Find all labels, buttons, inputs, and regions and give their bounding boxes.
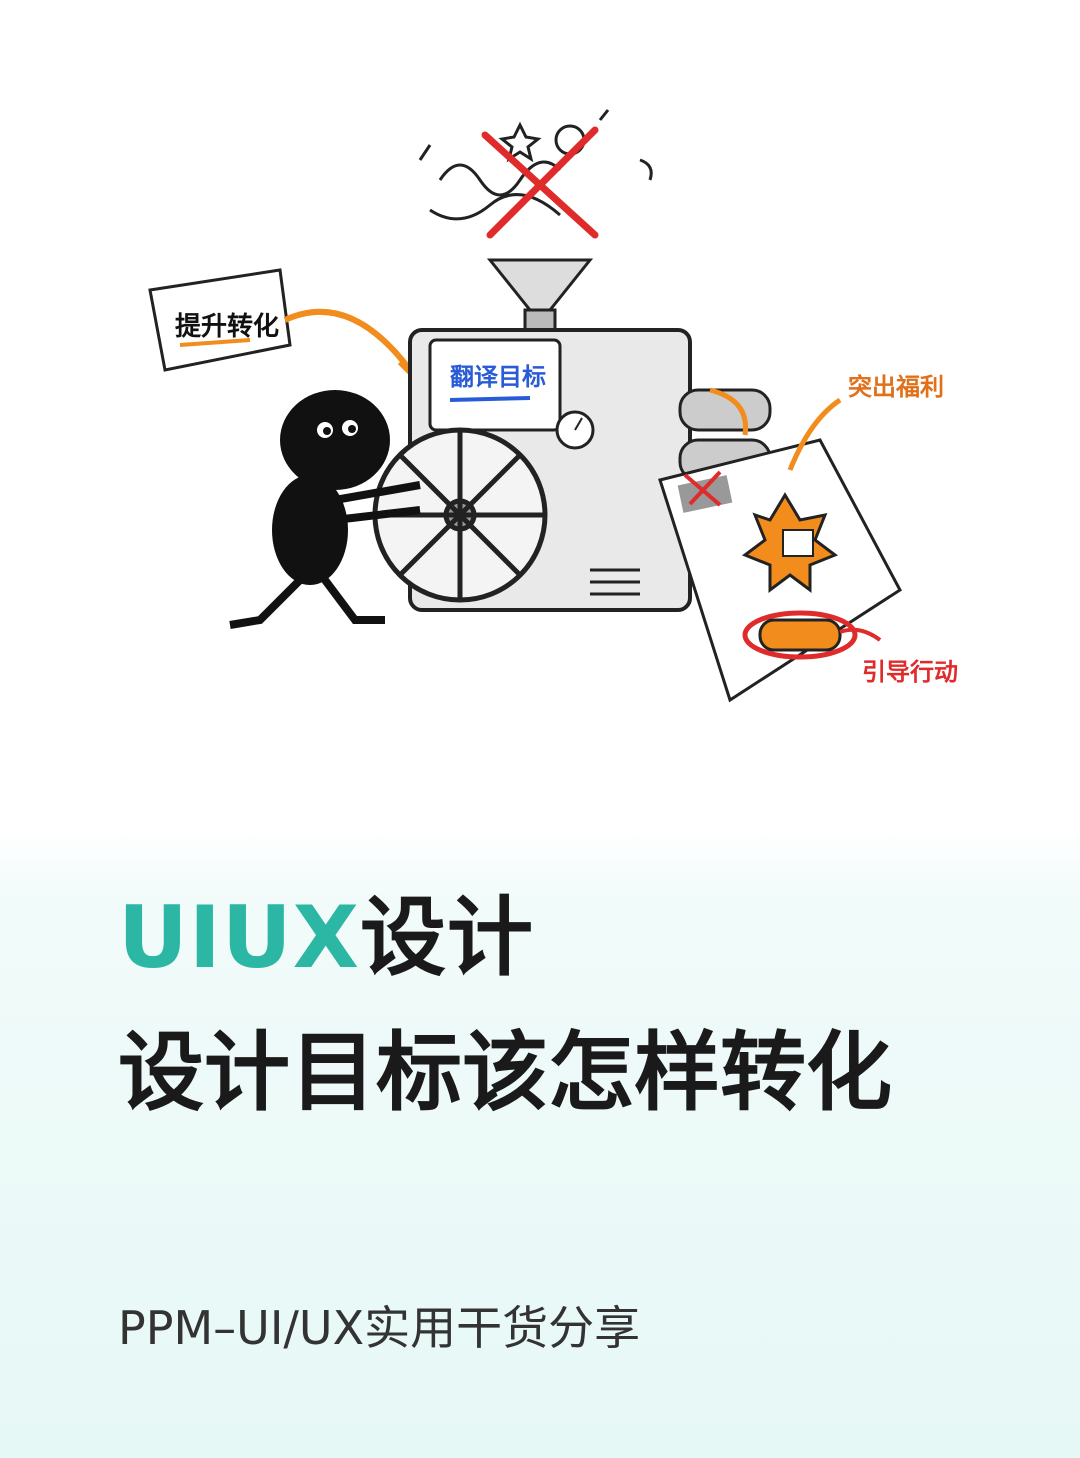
crossed-decoration-icon [418, 109, 653, 221]
label-guide-action: 引导行动 [862, 658, 958, 686]
label-improve-conversion: 提升转化 [175, 312, 279, 342]
label-translate-goal: 翻译目标 [450, 363, 546, 391]
title-rest: 设计 [359, 888, 534, 988]
funnel-icon [486, 258, 594, 334]
orange-arrow-icon [283, 308, 413, 372]
subtitle: PPM–UI/UX实用干货分享 [118, 1301, 641, 1355]
title-line-1: UIUX设计 [118, 895, 534, 981]
character-icon [229, 390, 421, 629]
cart-button-icon [758, 618, 842, 652]
machine-illustration: 提升转化 翻译目标 [120, 100, 960, 720]
output-paper [658, 438, 902, 703]
title-line-2: 设计目标该怎样转化 [118, 1023, 892, 1123]
title-accent: UIUX [118, 888, 360, 988]
red-cross-icon [481, 126, 599, 239]
crank-wheel-icon [372, 427, 548, 603]
label-highlight-benefit: 突出福利 [848, 373, 944, 401]
note-paper: 提升转化 [148, 268, 292, 372]
